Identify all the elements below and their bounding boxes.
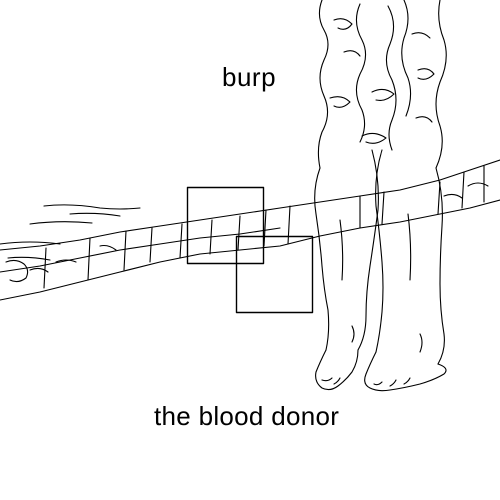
album-title: burp — [222, 62, 277, 92]
pool-edge-drawing — [0, 159, 500, 301]
artist-name: the blood donor — [154, 401, 340, 431]
legs-drawing — [314, 0, 447, 392]
square-outline-upper — [186, 186, 265, 265]
square-outline-lower — [235, 235, 314, 314]
